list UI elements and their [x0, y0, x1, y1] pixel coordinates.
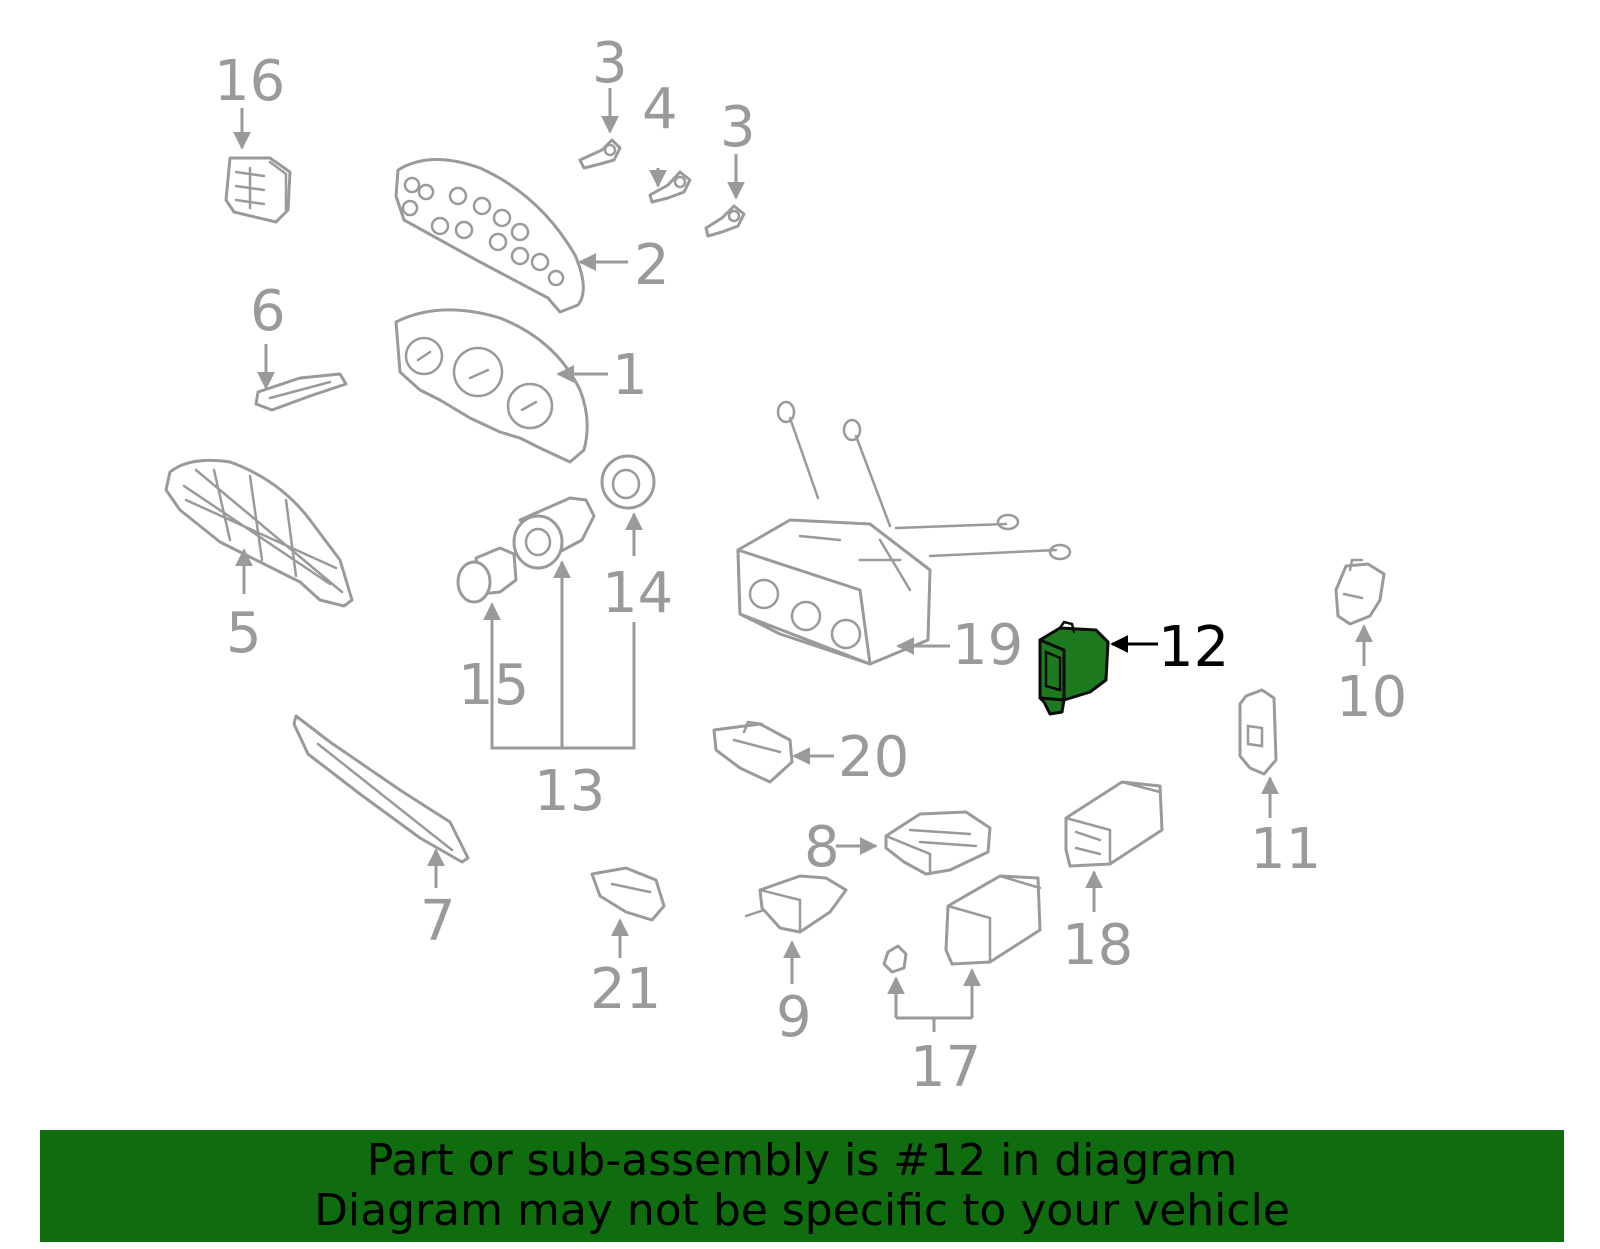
part-3-bulb-right — [704, 204, 746, 238]
part-7-trim-strip — [292, 714, 470, 864]
callout-15: 15 — [458, 653, 529, 718]
callout-19: 19 — [952, 613, 1023, 678]
callout-10: 10 — [1336, 665, 1407, 730]
callout-3-left: 3 — [592, 31, 628, 96]
callout-2: 2 — [634, 233, 670, 298]
callout-7: 7 — [420, 889, 456, 954]
part-1-instrument-cluster — [394, 308, 589, 464]
callout-20: 20 — [838, 725, 909, 790]
part-5-bezel-frame — [164, 458, 354, 608]
part-8-connector — [884, 810, 992, 876]
callout-14: 14 — [602, 561, 673, 626]
parts-diagram: 16 3 4 3 2 6 1 5 14 15 13 19 12 10 20 11… — [164, 31, 1407, 1100]
part-9-switch — [744, 874, 848, 934]
part-3-bulb-left — [578, 138, 622, 170]
banner-line-2: Diagram may not be specific to your vehi… — [314, 1185, 1290, 1236]
callout-11: 11 — [1250, 817, 1321, 882]
callout-12: 12 — [1158, 615, 1229, 680]
banner-line-1: Part or sub-assembly is #12 in diagram — [366, 1135, 1238, 1186]
info-banner: Part or sub-assembly is #12 in diagram D… — [40, 1130, 1564, 1242]
callout-21: 21 — [590, 957, 661, 1022]
callout-13: 13 — [534, 759, 605, 824]
callout-labels: 16 3 4 3 2 6 1 5 14 15 13 19 12 10 20 11… — [214, 31, 1407, 1100]
callout-3-right: 3 — [720, 95, 756, 160]
callout-5: 5 — [226, 601, 262, 666]
part-11-switch — [1238, 688, 1278, 776]
callout-17: 17 — [910, 1035, 981, 1100]
part-18-switch-block — [1064, 780, 1164, 868]
part-19-climate-control — [736, 400, 1072, 666]
part-13-lighter-socket — [512, 496, 596, 570]
callout-4: 4 — [642, 77, 678, 142]
part-15-lighter-plug — [456, 546, 518, 604]
callout-6: 6 — [250, 279, 286, 344]
part-4-bulb — [648, 170, 692, 204]
part-14-socket-ring — [600, 454, 656, 510]
part-20-switch — [712, 720, 794, 784]
part-16-switch-block — [224, 156, 292, 224]
callout-1: 1 — [612, 343, 648, 408]
leader-lines — [233, 88, 1373, 1032]
part-2-cluster-housing — [394, 158, 585, 314]
part-17-switch-and-bulb — [882, 874, 1042, 974]
callout-9: 9 — [776, 985, 812, 1050]
part-6-trim-strip — [254, 372, 348, 412]
callout-18: 18 — [1062, 913, 1133, 978]
part-12-switch — [1038, 620, 1110, 716]
part-21-clip — [590, 866, 666, 922]
part-10-switch — [1334, 558, 1386, 626]
callout-8: 8 — [804, 815, 840, 880]
callout-16: 16 — [214, 49, 285, 114]
